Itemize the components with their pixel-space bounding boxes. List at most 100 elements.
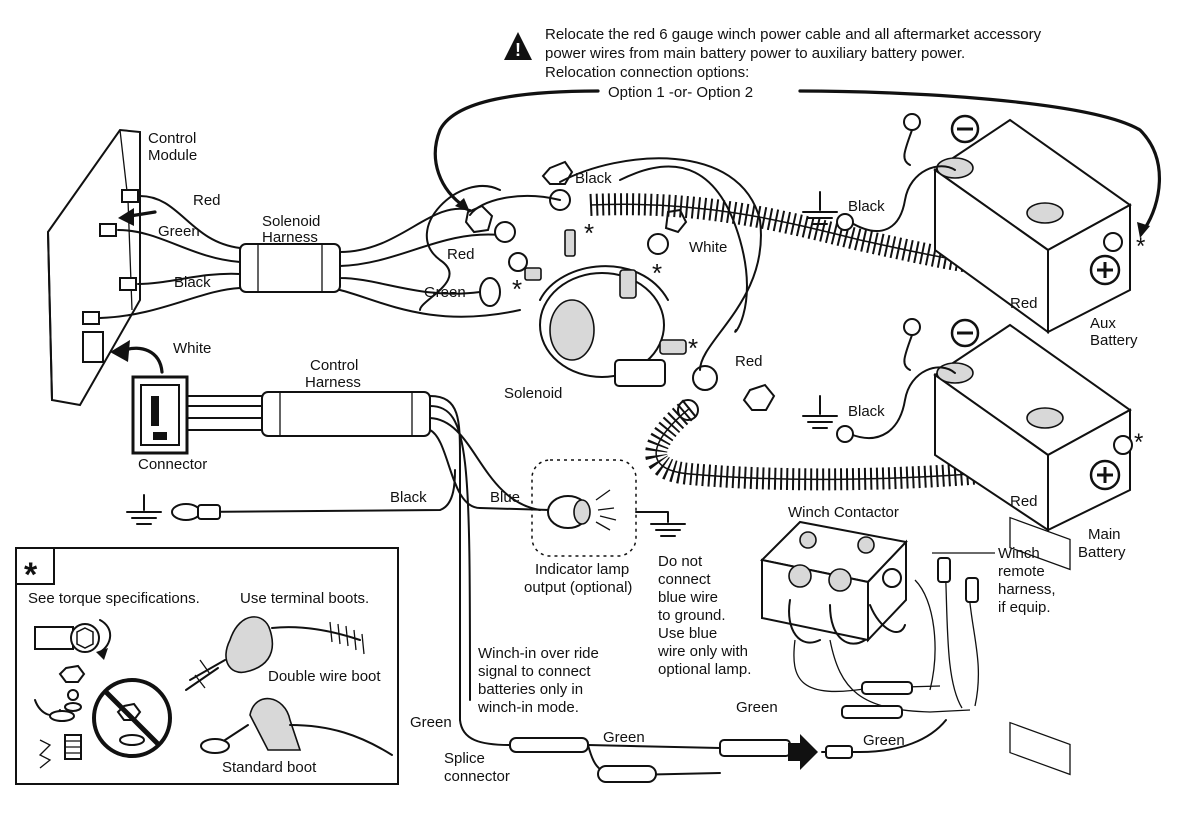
winch-contactor-label: Winch Contactor: [788, 504, 899, 521]
solenoid-white-label: White: [689, 239, 727, 256]
winch-in-note: Winch-in over ride signal to connect bat…: [477, 645, 599, 716]
warning-text-line1: Relocate the red 6 gauge winch power cab…: [545, 26, 1042, 43]
main-black-label: Black: [848, 403, 885, 420]
indicator-lamp-label-2: output (optional): [524, 579, 632, 596]
svg-text:remote: remote: [998, 563, 1045, 580]
solenoid-black-label: Black: [575, 170, 612, 187]
remote-plug: [821, 719, 947, 759]
splice-connector-label-1: Splice: [444, 750, 485, 767]
aux-red-label: Red: [1010, 295, 1038, 312]
svg-text:connect: connect: [658, 571, 711, 588]
solenoid-cables: [419, 157, 762, 371]
svg-text:!: !: [515, 40, 521, 60]
svg-text:Use blue: Use blue: [658, 625, 717, 642]
connector-label: Connector: [138, 456, 207, 473]
svg-text:to ground.: to ground.: [658, 607, 726, 624]
relocation-options: Option 1 -or- Option 2: [608, 84, 753, 101]
aux-star: *: [1136, 233, 1145, 260]
main-minus-icon: [950, 318, 980, 348]
connect-arrow: [788, 734, 818, 770]
indicator-lamp-label-1: Indicator lamp: [535, 561, 629, 578]
aux-battery: [933, 118, 1132, 571]
star-4: *: [688, 333, 698, 363]
svg-text:Winch-in over ride: Winch-in over ride: [478, 645, 599, 662]
contactor-wiring: [793, 557, 980, 719]
main-plus-icon: [1089, 459, 1121, 491]
warning-text-line2: power wires from main battery power to a…: [545, 45, 965, 62]
solenoid-terminals: [464, 160, 776, 421]
main-battery-label-2: Battery: [1078, 544, 1126, 561]
green-wire-label-3: Green: [863, 732, 905, 749]
connector: [131, 375, 189, 455]
solenoid-label: Solenoid: [504, 385, 562, 402]
bolt-stack-icon: [34, 664, 86, 769]
control-harness: [186, 391, 541, 721]
svg-text:Do not: Do not: [658, 553, 703, 570]
svg-text:blue wire: blue wire: [658, 589, 718, 606]
connector-arrow: [110, 340, 164, 374]
svg-text:Winch: Winch: [998, 545, 1040, 562]
black-ground-wire: [126, 469, 456, 525]
module-arrow: [118, 208, 157, 226]
warning-icon: !: [504, 32, 532, 60]
green-splice-wire: [459, 719, 791, 783]
option-1-arrow: [433, 89, 600, 212]
green-wire-label-1: Green: [410, 714, 452, 731]
green-wire-label-2: Green: [603, 729, 645, 746]
solenoid-harness-label-1: Solenoid: [262, 213, 320, 230]
control-module-label-1: Control: [148, 130, 196, 147]
main-red-label: Red: [1010, 493, 1038, 510]
solenoid-harness: [99, 195, 521, 319]
warning-text-line3: Relocation connection options:: [545, 64, 749, 81]
svg-text:winch-in mode.: winch-in mode.: [477, 699, 579, 716]
indicator-lamp: [479, 459, 686, 557]
winch-remote-note: Winch remote harness, if equip.: [932, 545, 1056, 616]
main-battery-label-1: Main: [1088, 526, 1121, 543]
star-2: *: [512, 274, 522, 304]
aux-minus-icon: [950, 114, 980, 144]
main-battery-ground: [802, 318, 956, 443]
inset-torque-label: See torque specifications.: [28, 590, 200, 607]
svg-text:optional lamp.: optional lamp.: [658, 661, 751, 678]
main-battery: [933, 323, 1133, 776]
solenoid-red-label: Red: [447, 246, 475, 263]
contactor-green-label: Green: [736, 699, 778, 716]
star-1: *: [584, 218, 594, 248]
control-module-label-2: Module: [148, 147, 197, 164]
control-harness-label-1: Control: [310, 357, 358, 374]
control-module: [46, 128, 141, 407]
solenoid: [524, 229, 687, 387]
control-harness-label-2: Harness: [305, 374, 361, 391]
no-stack-icon: [92, 678, 172, 758]
module-terminals: [82, 189, 139, 363]
svg-text:wire only with: wire only with: [657, 643, 748, 660]
standard-boot-icon: [200, 697, 393, 756]
option-2-arrow: [798, 89, 1162, 238]
wire-label-black: Black: [174, 274, 211, 291]
svg-text:if equip.: if equip.: [998, 599, 1051, 616]
black-ground-label: Black: [390, 489, 427, 506]
double-boot-icon: [185, 616, 365, 691]
winch-contactor: [759, 520, 908, 645]
splice-connector-label-2: connector: [444, 768, 510, 785]
wire-label-green: Green: [158, 223, 200, 240]
blue-wire-label: Blue: [490, 489, 520, 506]
star-3: *: [652, 258, 662, 288]
svg-text:batteries only in: batteries only in: [478, 681, 583, 698]
wrench-icon: [34, 619, 112, 660]
aux-black-label: Black: [848, 198, 885, 215]
solenoid-harness-label-2: Harness: [262, 229, 318, 246]
wire-label-red: Red: [193, 192, 221, 209]
standard-boot-label: Standard boot: [222, 759, 317, 776]
svg-text:harness,: harness,: [998, 581, 1056, 598]
inset-boots-label: Use terminal boots.: [240, 590, 369, 607]
aux-battery-ground: [802, 113, 956, 232]
inset-star: *: [24, 556, 38, 594]
svg-text:signal to connect: signal to connect: [478, 663, 591, 680]
solenoid-red2-label: Red: [735, 353, 763, 370]
solenoid-green-label: Green: [424, 284, 466, 301]
do-not-connect-note: Do not connect blue wire to ground. Use …: [657, 553, 751, 678]
aux-plus-icon: [1089, 254, 1121, 286]
aux-battery-label-2: Battery: [1090, 332, 1138, 349]
double-boot-label: Double wire boot: [268, 668, 381, 685]
